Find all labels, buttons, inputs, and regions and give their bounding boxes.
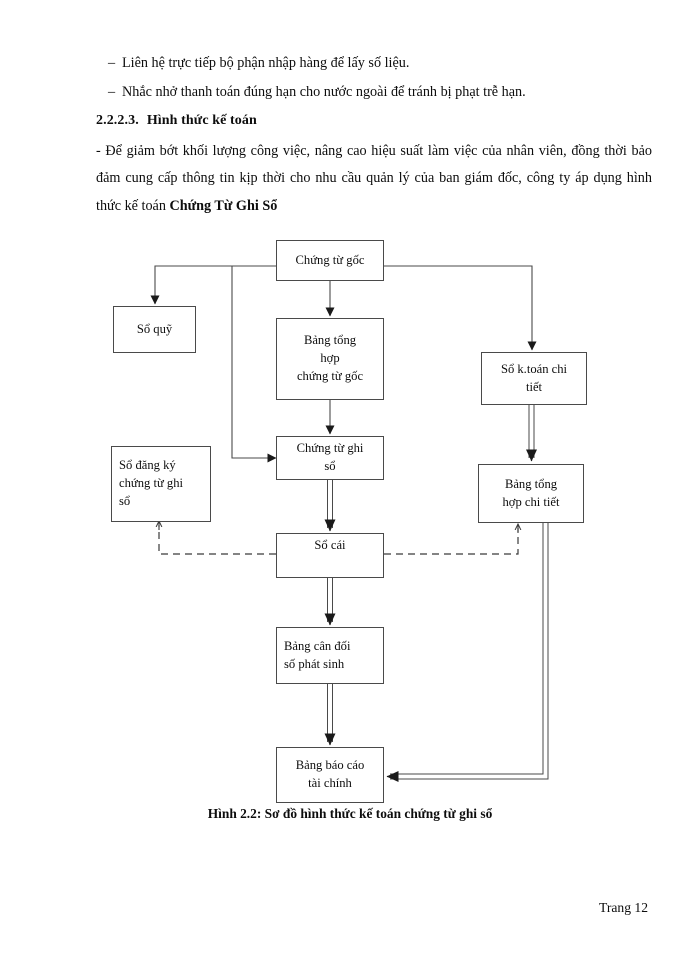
node-bang-tong-hop-chi-tiet[interactable]: Bảng tổng hợp chi tiết: [478, 464, 584, 523]
node-label-line1: Bảng tổng: [303, 333, 357, 348]
node-label: Chứng từ ghi sổ: [284, 440, 376, 476]
node-label-line1: Bảng cân đối: [284, 638, 351, 653]
node-label: Bảng cân đối số phát sinh: [284, 638, 376, 674]
node-label-line2: sổ: [324, 459, 336, 473]
node-label-line2: hợp chi tiết: [502, 494, 560, 509]
node-label-line1: Sổ k.toán chi: [500, 361, 568, 376]
paragraph-bold-term: Chứng Từ Ghi Sổ: [169, 197, 278, 214]
bullet-marker: –: [108, 84, 116, 100]
node-label: Sổ đăng ký chứng từ ghi sổ: [119, 457, 203, 511]
page-footer: Trang 12: [599, 900, 648, 915]
node-label: Chứng từ gốc: [295, 252, 365, 267]
bullet-text: Liên hệ trực tiếp bộ phận nhập hàng để l…: [122, 55, 410, 71]
node-label-line1: Bảng tổng: [504, 476, 558, 491]
node-label-line2: hợp: [320, 351, 340, 366]
node-so-dang-ky-chung-tu-ghi-so[interactable]: Sổ đăng ký chứng từ ghi sổ: [111, 446, 211, 522]
node-label: Sổ cái: [314, 538, 346, 552]
node-so-cai[interactable]: Sổ cái: [276, 533, 384, 578]
node-bang-can-doi-so-phat-sinh[interactable]: Bảng cân đối số phát sinh: [276, 627, 384, 684]
node-bang-tong-hop-chung-tu-goc[interactable]: Bảng tổng hợp chứng từ gốc: [276, 318, 384, 400]
node-label: Sổ quỹ: [136, 321, 173, 336]
diagram-connectors: [150, 265, 549, 782]
section-number: 2.2.2.3.: [96, 113, 139, 128]
node-label-line2: tiết: [525, 379, 543, 394]
node-bang-bao-cao-tai-chinh[interactable]: Bảng báo cáo tài chính: [276, 747, 384, 803]
node-so-ktoan-chi-tiet[interactable]: Sổ k.toán chi tiết: [481, 352, 587, 405]
node-label-line3: sổ: [119, 493, 131, 508]
node-label: Bảng tổng hợp chi tiết: [486, 476, 576, 512]
bullet-marker: –: [108, 55, 116, 71]
paragraph-lead: - Để giảm bớt khối lượng công việc, nâng…: [96, 143, 652, 214]
section-heading: 2.2.2.3. Hình thức kế toán: [96, 113, 652, 129]
node-label-line1: Chứng từ ghi: [296, 441, 364, 456]
accounting-flow-diagram: Chứng từ gốc Sổ quỹ Bảng tổng hợp chứng …: [111, 240, 587, 803]
text-block: – Liên hệ trực tiếp bộ phận nhập hàng để…: [96, 52, 652, 220]
bullet-text: Nhắc nhở thanh toán đúng hạn cho nước ng…: [122, 84, 526, 100]
node-label-line2: số phát sinh: [284, 656, 345, 671]
node-label-line1: Bảng báo cáo: [295, 758, 365, 773]
node-label: Bảng báo cáo tài chính: [284, 757, 376, 793]
body-paragraph: - Để giảm bớt khối lượng công việc, nâng…: [96, 138, 652, 220]
figure-caption: Hình 2.2: Sơ đồ hình thức kế toán chứng …: [207, 806, 493, 821]
section-title: Hình thức kế toán: [146, 113, 257, 128]
node-label-line2: tài chính: [308, 776, 352, 790]
node-label: Sổ k.toán chi tiết: [489, 361, 579, 397]
node-chung-tu-ghi-so[interactable]: Chứng từ ghi sổ: [276, 436, 384, 480]
node-chung-tu-goc[interactable]: Chứng từ gốc: [276, 240, 384, 281]
node-label-line1: Sổ đăng ký: [119, 458, 176, 473]
list-item: – Nhắc nhở thanh toán đúng hạn cho nước …: [96, 81, 652, 103]
node-so-quy[interactable]: Sổ quỹ: [113, 306, 196, 353]
node-label-line3: chứng từ gốc: [296, 368, 364, 383]
node-label-line2: chứng từ ghi: [119, 476, 184, 491]
node-label: Bảng tổng hợp chứng từ gốc: [284, 332, 376, 386]
list-item: – Liên hệ trực tiếp bộ phận nhập hàng để…: [96, 52, 652, 74]
